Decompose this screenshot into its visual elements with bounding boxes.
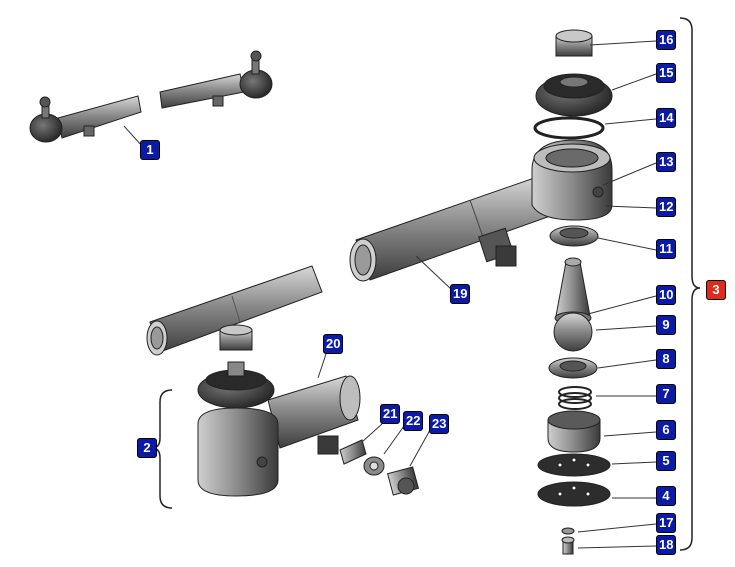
callout-18: 18 xyxy=(656,535,677,555)
callout-5: 5 xyxy=(656,451,676,471)
callout-19: 19 xyxy=(450,284,471,304)
callout-14: 14 xyxy=(656,108,677,128)
brace-group-3 xyxy=(679,17,701,551)
callout-20: 20 xyxy=(323,334,344,354)
tie-rod-end-20 xyxy=(197,361,361,497)
callout-6: 6 xyxy=(656,420,676,440)
callout-13: 13 xyxy=(656,152,677,172)
callout-3: 3 xyxy=(706,280,726,300)
callout-9: 9 xyxy=(656,315,676,335)
callout-4: 4 xyxy=(656,486,676,506)
callout-11: 11 xyxy=(656,239,676,259)
callout-12: 12 xyxy=(656,197,677,217)
seat-ring-11 xyxy=(549,225,599,247)
callout-2: 2 xyxy=(137,438,157,458)
callout-23: 23 xyxy=(429,414,450,434)
castle-nut-16 xyxy=(555,29,593,57)
tie-rod-end-housing-19 xyxy=(349,139,613,282)
cover-plate-4 xyxy=(537,481,611,507)
callout-7: 7 xyxy=(656,384,676,404)
leader-lines xyxy=(123,40,657,549)
callout-22: 22 xyxy=(403,411,424,431)
spring-7 xyxy=(558,386,592,410)
cup-6 xyxy=(547,410,601,453)
washer-22 xyxy=(363,456,385,476)
ball-stud-10 xyxy=(553,257,593,352)
gasket-5 xyxy=(537,453,611,477)
retaining-ring-14 xyxy=(533,116,605,140)
callout-1: 1 xyxy=(140,140,160,160)
callout-17: 17 xyxy=(656,513,677,533)
callout-10: 10 xyxy=(656,285,677,305)
callout-15: 15 xyxy=(656,63,677,83)
washer-17 xyxy=(561,527,575,535)
callout-16: 16 xyxy=(656,30,677,50)
nut-23 xyxy=(386,466,420,496)
bolt-21 xyxy=(339,439,367,465)
tube-with-nut xyxy=(146,265,323,356)
tie-rod-assembly-1 xyxy=(29,50,273,143)
spring-seat-8 xyxy=(548,357,598,379)
callout-8: 8 xyxy=(656,349,676,369)
grease-fitting-18 xyxy=(561,536,575,555)
dust-boot-15 xyxy=(535,73,613,117)
callout-21: 21 xyxy=(380,404,401,424)
